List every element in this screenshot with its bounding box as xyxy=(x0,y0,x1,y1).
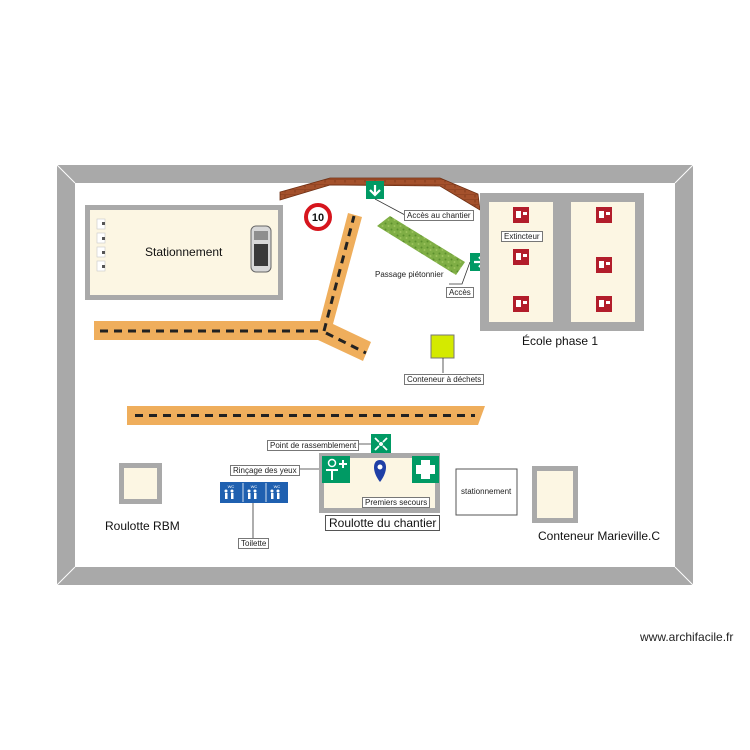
marieville-container-label: Conteneur Marieville.C xyxy=(538,529,661,543)
speed-limit-value: 10 xyxy=(312,212,324,224)
toilet-sign-text: WC xyxy=(228,484,235,489)
site-trailer-label: Roulotte du chantier xyxy=(325,515,441,531)
rbm-trailer xyxy=(119,463,162,504)
eyewash-label: Rinçage des yeux xyxy=(230,465,300,476)
first-aid-cross-icon xyxy=(412,456,439,483)
speed-limit-sign-icon: 10 xyxy=(304,203,332,231)
site-access-label: Accès au chantier xyxy=(404,210,474,221)
toilet-sign-text: WC xyxy=(251,484,258,489)
assembly-point-icon xyxy=(371,434,391,454)
toilet-sign-text: WC xyxy=(274,484,281,489)
toilet-label: Toilette xyxy=(238,538,270,549)
rbm-trailer-label: Roulotte RBM xyxy=(105,519,180,533)
access-label: Accès xyxy=(446,287,474,298)
small-parking-label: stationnement xyxy=(461,487,512,496)
exit-arrow-down-icon xyxy=(366,181,384,199)
pedestrian-passage-label: Passage piétonnier xyxy=(375,270,444,279)
first-aid-label: Premiers secours xyxy=(362,497,431,508)
waste-container-label: Conteneur à déchets xyxy=(404,374,485,385)
parking-label: Stationnement xyxy=(145,245,223,259)
extinguisher-label: Extincteur xyxy=(501,231,543,242)
school-building xyxy=(480,193,644,331)
waste-container xyxy=(430,334,455,359)
watermark-credit: www.archifacile.fr xyxy=(640,630,734,644)
parking-area xyxy=(85,205,283,300)
access-roads xyxy=(94,213,485,425)
marieville-container xyxy=(532,466,578,523)
assembly-point-label: Point de rassemblement xyxy=(267,440,360,451)
location-pin-icon xyxy=(374,460,386,482)
school-label: École phase 1 xyxy=(522,334,599,348)
eyewash-icon xyxy=(322,456,350,483)
pedestrian-passage xyxy=(377,216,465,275)
parked-car-icon xyxy=(250,225,272,273)
toilet-sign-icon: WC WC WC xyxy=(220,482,288,503)
small-parking-box xyxy=(455,468,518,516)
